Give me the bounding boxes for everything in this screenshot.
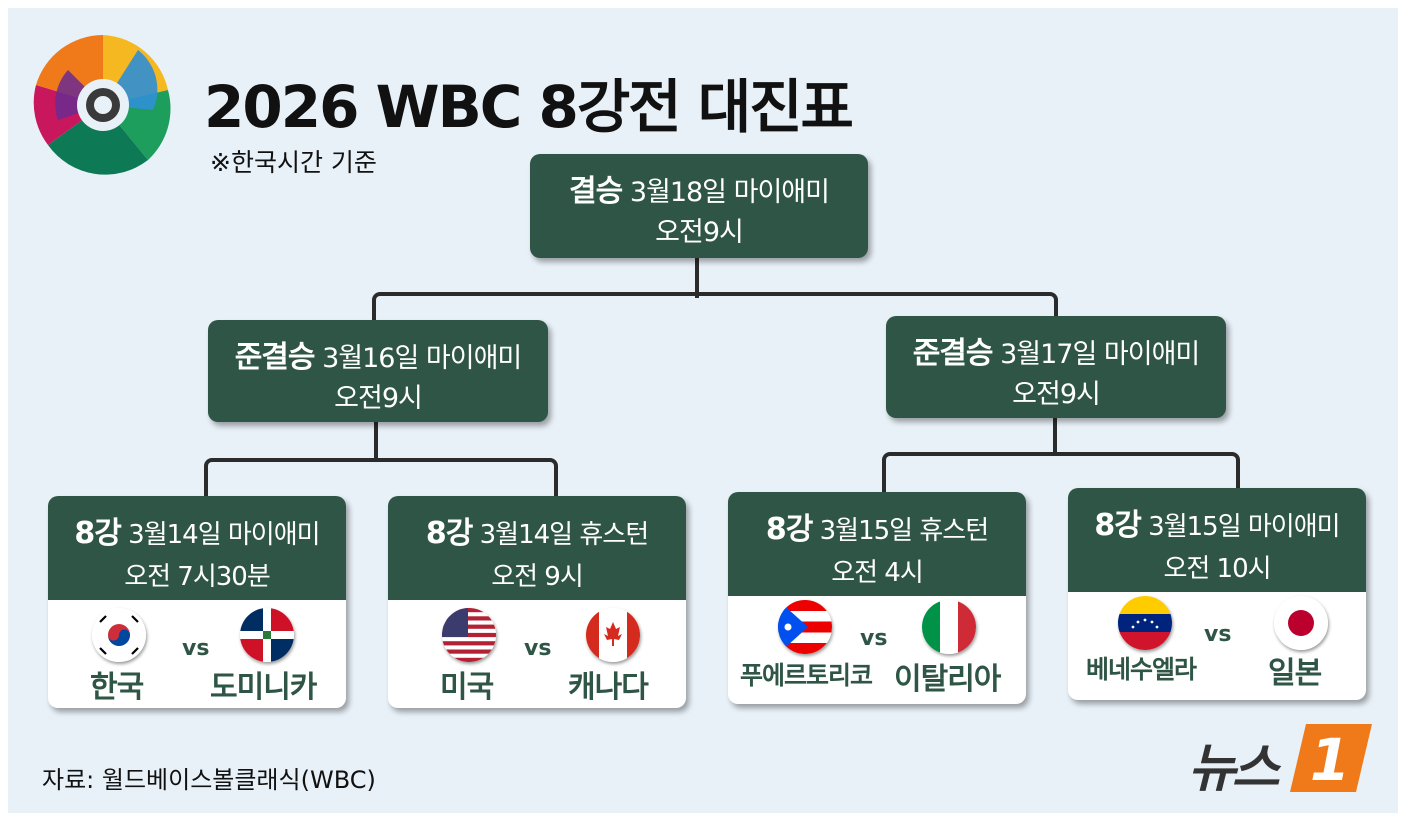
semifinal-left-box: 준결승 3월16일 마이애미 오전9시: [208, 320, 548, 422]
final-box: 결승 3월18일 마이애미 오전9시: [530, 154, 868, 258]
vs-label: vs: [860, 626, 888, 651]
quarterfinal-card-2: 8강 3월14일 휴스턴 오전 9시 vs 미국 캐나다: [388, 496, 686, 708]
canada-flag-icon: [586, 608, 640, 662]
stage-label: 8강: [1094, 508, 1141, 543]
match-date: 3월15일 휴스턴: [819, 516, 989, 546]
italy-flag-icon: [922, 600, 976, 654]
match-time: 오전 7시30분: [124, 562, 271, 592]
connector-final-bracket: [372, 292, 1058, 330]
quarterfinal-card-4: 8강 3월15일 마이애미 오전 10시 vs 베네수엘라 일본: [1068, 488, 1366, 700]
stage-label: 준결승: [234, 340, 316, 375]
team-name-away: 도미니카: [210, 670, 317, 705]
stage-label: 8강: [765, 512, 813, 547]
team-name-home: 푸에르토리코: [740, 661, 873, 690]
team-name-away: 이탈리아: [894, 662, 1001, 697]
semifinal-right-box: 준결승 3월17일 마이애미 오전9시: [886, 316, 1226, 418]
news1-logo: 뉴스: [1188, 726, 1280, 801]
match-time: 오전 10시: [1163, 554, 1271, 584]
match-time: 오전9시: [655, 217, 744, 248]
connector-semi-right-bracket: [882, 452, 1240, 502]
match-time: 오전 4시: [831, 558, 924, 588]
match-time: 오전 9시: [491, 562, 584, 592]
quarterfinal-card-3: 8강 3월15일 휴스턴 오전 4시 vs 푸에르토리코 이탈리아: [728, 492, 1026, 704]
usa-flag-icon: [442, 608, 496, 662]
stage-label: 결승: [569, 174, 623, 209]
quarterfinal-card-1: 8강 3월14일 마이애미 오전 7시30분 vs 한국 도미니카: [48, 496, 346, 708]
match-date: 3월18일 마이애미: [629, 177, 830, 208]
match-date: 3월17일 마이애미: [1000, 339, 1200, 370]
stage-label: 8강: [425, 516, 473, 551]
team-name-away: 캐나다: [568, 670, 649, 705]
match-time: 오전9시: [1012, 379, 1101, 410]
japan-flag-icon: [1274, 596, 1328, 650]
dominican-flag-icon: [240, 608, 294, 662]
connector-semi-left-bracket: [204, 458, 558, 502]
team-name-home: 미국: [440, 670, 494, 705]
page-title: 2026 WBC 8강전 대진표: [204, 73, 854, 141]
connector-final-down: [695, 258, 699, 298]
news1-logo-mark: 1: [1290, 724, 1372, 794]
news1-logo-number: 1: [1310, 726, 1350, 794]
vs-label: vs: [182, 636, 210, 661]
match-date: 3월15일 마이애미: [1148, 512, 1340, 542]
stage-label: 준결승: [912, 336, 994, 371]
connector-semi-right-down: [1053, 418, 1057, 456]
news1-logo-text: 뉴스: [1188, 739, 1280, 799]
connector-semi-left-down: [374, 420, 378, 462]
vs-label: vs: [524, 636, 552, 661]
team-name-away: 일본: [1268, 656, 1322, 691]
match-date: 3월14일 휴스턴: [479, 520, 649, 550]
vs-label: vs: [1204, 622, 1232, 647]
timezone-note: ※한국시간 기준: [210, 148, 377, 177]
team-name-home: 베네수엘라: [1086, 655, 1197, 684]
source-credit: 자료: 월드베이스볼클래식(WBC): [42, 766, 376, 794]
match-time: 오전9시: [334, 383, 423, 414]
puerto-rico-flag-icon: [778, 600, 832, 654]
wbc-logo: [33, 35, 171, 175]
team-name-home: 한국: [90, 670, 144, 705]
stage-label: 8강: [74, 516, 121, 551]
venezuela-flag-icon: [1118, 596, 1172, 650]
infographic-canvas: 2026 WBC 8강전 대진표 ※한국시간 기준 결승 3월18일 마이애미 …: [8, 8, 1398, 813]
korea-flag-icon: [92, 608, 146, 662]
match-date: 3월16일 마이애미: [322, 343, 522, 374]
match-date: 3월14일 마이애미: [128, 520, 320, 550]
